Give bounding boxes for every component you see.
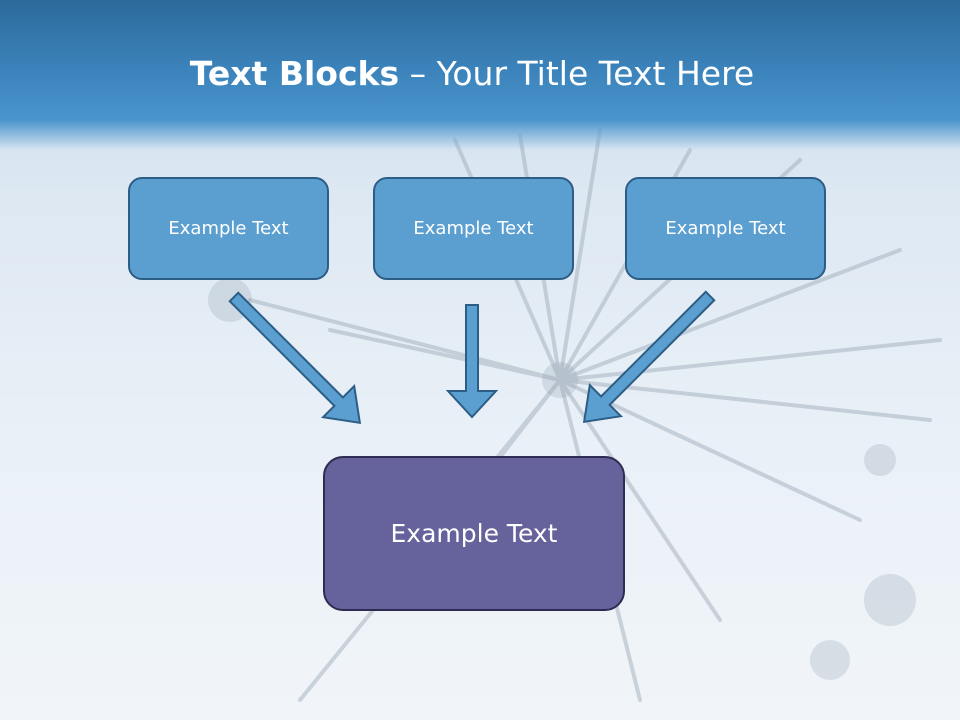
main-text-block-label: Example Text [390,519,558,548]
text-block-3[interactable]: Example Text [625,177,826,280]
arrow-left-diagonal [228,291,362,425]
title-rest: – Your Title Text Here [399,54,755,93]
text-block-1[interactable]: Example Text [128,177,329,280]
text-block-2[interactable]: Example Text [373,177,574,280]
main-text-block[interactable]: Example Text [323,456,625,611]
slide-title: Text Blocks – Your Title Text Here [0,52,944,96]
title-bold: Text Blocks [189,54,400,93]
text-block-3-label: Example Text [665,218,786,239]
arrow-right-diagonal [582,290,716,424]
arrow-center-down [445,304,499,419]
header-band [0,0,960,150]
text-block-1-label: Example Text [168,218,289,239]
text-block-2-label: Example Text [413,218,534,239]
